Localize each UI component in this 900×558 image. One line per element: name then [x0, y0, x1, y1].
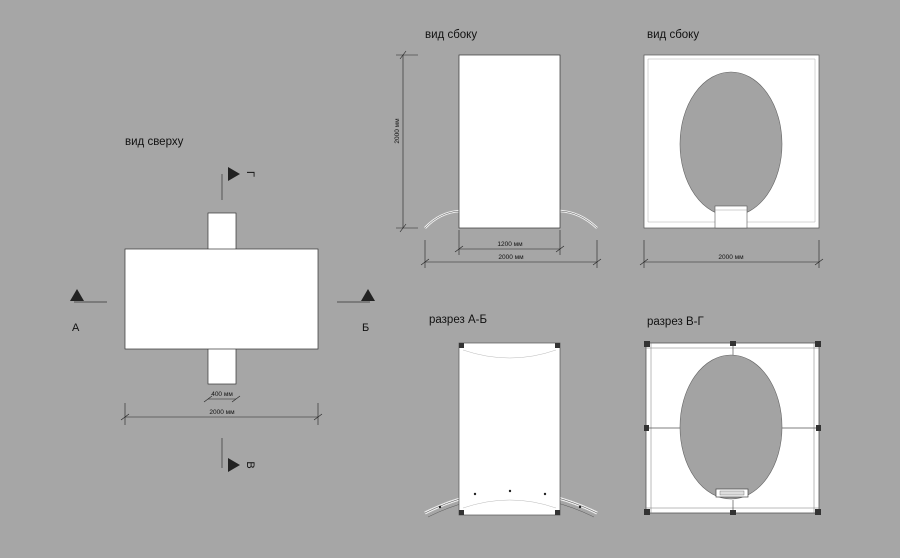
side-view-1-dim-height: 2000 мм — [394, 118, 401, 144]
cut-marker-v: В — [221, 438, 256, 472]
side-view-2: 2000 мм — [639, 54, 824, 268]
section-vg-title: разрез В-Г — [647, 316, 704, 328]
section-ab — [424, 342, 598, 518]
cut-marker-a — [70, 289, 107, 303]
marker-v-label: В — [244, 461, 256, 468]
side-view-1-panel — [458, 54, 561, 229]
top-view-dim-inner: 400 мм — [211, 391, 233, 398]
cut-marker-g: Г — [221, 167, 256, 200]
side-view-1-title: вид сбоку — [425, 29, 478, 41]
side-view-1-dim-inner: 1200 мм — [497, 241, 523, 248]
section-ab-panel — [458, 342, 561, 516]
section-vg — [644, 341, 821, 515]
top-view: 400 мм 2000 мм Г В — [70, 167, 375, 472]
section-ab-title: разрез А-Б — [429, 314, 487, 326]
top-view-stand-lower — [207, 347, 237, 385]
side-view-1: 2000 мм 1200 мм 2000 мм — [394, 50, 602, 268]
side-view-2-dim-outer: 2000 мм — [718, 254, 744, 261]
side-view-2-step — [714, 205, 748, 229]
top-view-panel — [124, 248, 319, 350]
cut-marker-b — [337, 289, 375, 303]
side-view-2-title: вид сбоку — [647, 29, 700, 41]
side-view-1-dim-outer: 2000 мм — [498, 254, 524, 261]
marker-b-label: Б — [362, 322, 370, 334]
side-view-2-opening — [679, 71, 783, 217]
marker-a-label: А — [72, 322, 80, 334]
marker-g-label: Г — [244, 171, 256, 177]
top-view-title: вид сверху — [125, 136, 184, 148]
top-view-dim-outer: 2000 мм — [209, 409, 235, 416]
top-view-stand-upper — [207, 212, 237, 251]
section-vg-opening — [679, 354, 783, 500]
